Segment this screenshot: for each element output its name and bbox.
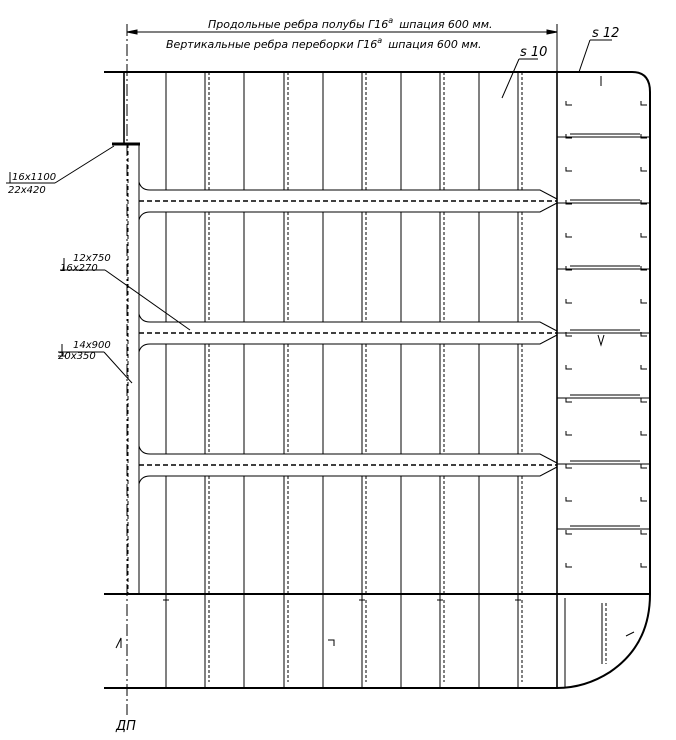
girder-edge — [150, 202, 558, 213]
side-tick — [640, 563, 647, 568]
side-tick — [565, 167, 572, 172]
side-compartment — [557, 76, 650, 688]
label-s10: s 10 — [520, 45, 547, 60]
svg-text:12x750: 12x750 — [73, 253, 111, 264]
side-tick — [640, 398, 647, 403]
side-tick — [640, 266, 647, 271]
side-tick — [640, 101, 647, 106]
dimension-arrow-left — [126, 29, 138, 35]
callout-3: 14x900 20x350 — [58, 340, 111, 362]
side-tick — [565, 365, 572, 370]
centre-web — [127, 144, 140, 594]
side-tick — [565, 563, 572, 568]
side-tick — [565, 464, 572, 469]
label-s12: s 12 — [592, 26, 619, 41]
bracket-mark — [115, 637, 122, 649]
girder-bracket — [138, 445, 151, 455]
callout-2: 12x750 16x270 — [60, 253, 111, 274]
side-tick — [565, 332, 572, 337]
dimension-arrow-right — [546, 29, 558, 35]
side-tick — [597, 334, 605, 347]
girder-bracket — [138, 343, 151, 353]
bracket-mark — [328, 639, 335, 646]
side-tick — [565, 233, 572, 238]
svg-text:20x350: 20x350 — [58, 351, 96, 362]
side-tick — [565, 266, 572, 271]
side-tick — [640, 530, 647, 535]
girder-edge — [150, 453, 558, 464]
side-tick — [625, 631, 635, 637]
side-tick — [565, 101, 572, 106]
girder-bracket — [138, 181, 151, 191]
svg-text:22x420: 22x420 — [8, 185, 46, 196]
svg-text:16x1100: 16x1100 — [12, 172, 56, 183]
label-dp: ДП — [115, 719, 136, 734]
girder-edge — [150, 466, 558, 477]
side-tick — [565, 398, 572, 403]
horizontal-girders — [138, 181, 558, 485]
svg-text:16x270: 16x270 — [60, 263, 98, 274]
outer-contour — [104, 71, 651, 689]
girder-edge — [150, 321, 558, 332]
side-tick — [640, 299, 647, 304]
girder-edge — [150, 189, 558, 200]
side-tick — [640, 233, 647, 238]
dimension-header — [126, 24, 558, 715]
girder-bracket — [138, 211, 151, 221]
side-tick — [640, 134, 647, 139]
girder-edge — [150, 334, 558, 345]
side-tick — [640, 464, 647, 469]
girder-bracket — [138, 313, 151, 323]
side-tick — [565, 200, 572, 205]
side-tick — [640, 431, 647, 436]
side-tick — [565, 299, 572, 304]
side-tick — [640, 167, 647, 172]
side-tick — [640, 365, 647, 370]
side-tick — [565, 497, 572, 502]
side-tick — [640, 332, 647, 337]
side-tick — [565, 134, 572, 139]
girder-bracket — [138, 475, 151, 485]
side-tick — [565, 431, 572, 436]
side-tick — [640, 497, 647, 502]
side-tick — [640, 200, 647, 205]
vertical-stiffeners — [115, 72, 523, 688]
callout-1: 16x1100 22x420 — [6, 172, 56, 196]
svg-text:14x900: 14x900 — [73, 340, 111, 351]
side-tick — [565, 530, 572, 535]
